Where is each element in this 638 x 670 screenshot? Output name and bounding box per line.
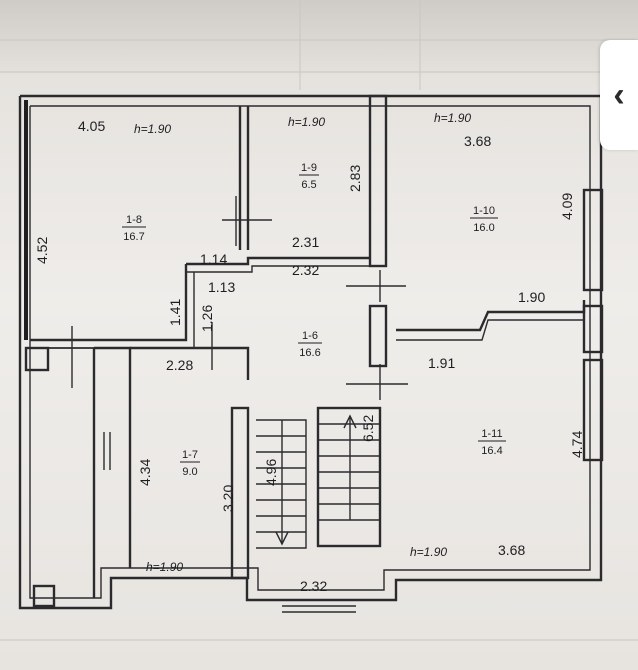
- dim-label: 2.28: [166, 357, 193, 373]
- room-area: 6.5: [301, 179, 316, 191]
- dim-label: 2.32: [300, 578, 327, 594]
- dim-label: 2.32: [292, 262, 319, 278]
- dim-label: 6.52: [360, 415, 376, 442]
- room-1-10: 1-10 16.0: [470, 205, 498, 234]
- dim-label: 1.26: [199, 305, 215, 332]
- height-label-1-7: h=1.90: [146, 560, 183, 574]
- room-id: 1-9: [301, 162, 317, 174]
- room-id: 1-7: [182, 449, 198, 461]
- height-label-1-8: h=1.90: [134, 122, 171, 136]
- dim-label: 3.20: [220, 485, 236, 512]
- paper-grid: [0, 0, 638, 641]
- axis-marks: [48, 196, 408, 400]
- dim-label: 4.96: [263, 459, 279, 486]
- dim-label: 1.41: [167, 299, 183, 326]
- room-1-8: 1-8 16.7: [122, 214, 146, 243]
- height-label-1-10: h=1.90: [434, 111, 471, 125]
- dim-label: 1.13: [208, 279, 235, 295]
- room-area: 16.6: [299, 347, 320, 359]
- interior-walls: [24, 94, 604, 613]
- dim-label: 4.74: [569, 431, 585, 458]
- height-label-1-9: h=1.90: [288, 115, 325, 129]
- room-id: 1-6: [302, 330, 318, 342]
- room-id: 1-10: [473, 205, 495, 217]
- dim-label: 2.83: [347, 165, 363, 192]
- room-1-7: 1-7 9.0: [180, 449, 200, 478]
- staircase: [256, 414, 380, 549]
- room-1-11: 1-11 16.4: [478, 428, 506, 457]
- dim-label: 1.91: [428, 355, 455, 371]
- dim-label: 2.31: [292, 234, 319, 250]
- room-area: 16.7: [123, 231, 144, 243]
- room-area: 16.0: [473, 222, 494, 234]
- room-id: 1-11: [481, 428, 502, 440]
- dim-label: 1.90: [518, 289, 545, 305]
- dim-label: 4.52: [34, 237, 50, 264]
- height-label-1-11: h=1.90: [410, 545, 447, 559]
- room-area: 9.0: [182, 466, 197, 478]
- room-area: 16.4: [481, 445, 502, 457]
- dim-label: 4.05: [78, 118, 105, 134]
- dim-label: 4.09: [559, 193, 575, 220]
- room-1-6: 1-6 16.6: [298, 330, 322, 359]
- chevron-left-icon[interactable]: ‹: [600, 40, 638, 150]
- dim-label: 3.68: [464, 133, 491, 149]
- dim-label: 4.34: [137, 459, 153, 486]
- room-id: 1-8: [126, 214, 142, 226]
- room-1-9: 1-9 6.5: [299, 162, 319, 191]
- dim-label: 3.68: [498, 542, 525, 558]
- dim-label: 1.14: [200, 251, 227, 267]
